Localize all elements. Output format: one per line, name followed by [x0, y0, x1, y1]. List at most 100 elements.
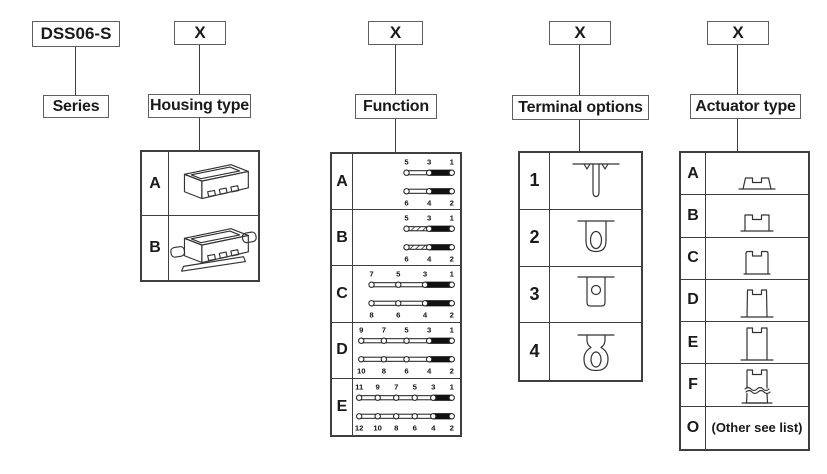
connector-line — [737, 119, 738, 151]
option-value-actuator-E — [706, 322, 808, 365]
svg-text:2: 2 — [450, 254, 454, 263]
svg-text:12: 12 — [355, 424, 364, 433]
terminal-label-box: Terminal options — [512, 95, 649, 120]
option-value-housing-A — [169, 152, 258, 216]
option-value-function-C: 7 5 3 1 8 6 4 2 — [353, 266, 460, 323]
svg-text:10: 10 — [357, 367, 366, 376]
option-key-actuator-E: E — [681, 322, 706, 365]
svg-text:6: 6 — [396, 311, 400, 320]
eyelet-lug-terminal-icon — [576, 334, 615, 371]
option-text: (Other see list) — [711, 420, 803, 436]
actuator-type-table: A B C D E F O(Other see list) — [679, 151, 810, 451]
option-key-terminal-2: 2 — [520, 209, 550, 267]
actuator-code-box: X — [707, 21, 769, 45]
connector-line — [395, 45, 396, 94]
actuator-taller-icon — [740, 327, 774, 361]
svg-text:5: 5 — [396, 269, 401, 278]
svg-text:6: 6 — [404, 367, 408, 376]
connector-line — [579, 120, 580, 151]
option-key-terminal-4: 4 — [520, 323, 550, 380]
option-value-housing-B — [169, 216, 258, 280]
function-code-box: X — [368, 21, 423, 45]
option-key-actuator-C: C — [681, 237, 706, 280]
option-value-actuator-F — [706, 364, 808, 407]
svg-text:8: 8 — [382, 367, 387, 376]
dip-switch-plain-housing-icon — [183, 163, 249, 199]
option-key-function-E: E — [332, 378, 353, 435]
option-key-actuator-A: A — [681, 153, 706, 196]
svg-text:1: 1 — [450, 382, 455, 391]
pc-pin-terminal-icon — [571, 163, 620, 197]
housing-code-box: X — [174, 21, 226, 45]
dip-switch-flanged-housing-icon — [170, 228, 257, 272]
option-value-terminal-3 — [550, 267, 641, 324]
svg-text:5: 5 — [404, 157, 409, 166]
option-key-function-C: C — [332, 266, 353, 323]
connector-line — [199, 118, 200, 150]
svg-text:8: 8 — [394, 424, 399, 433]
connector-line — [199, 45, 200, 94]
housing-label-box: Housing type — [148, 94, 251, 118]
svg-text:1: 1 — [450, 269, 455, 278]
option-value-terminal-1 — [550, 153, 641, 210]
actuator-low-icon — [740, 214, 774, 232]
svg-text:4: 4 — [427, 198, 432, 207]
option-value-actuator-B — [706, 195, 808, 238]
svg-text:4: 4 — [427, 254, 432, 263]
series-code-box: DSS06-S — [32, 21, 120, 47]
terminal-options-table: 1 2 3 4 — [518, 151, 643, 382]
connector-line — [579, 45, 580, 95]
svg-text:2: 2 — [450, 424, 454, 433]
svg-text:6: 6 — [404, 198, 408, 207]
svg-text:7: 7 — [369, 269, 373, 278]
svg-text:7: 7 — [382, 326, 386, 335]
svg-text:3: 3 — [431, 382, 435, 391]
svg-text:9: 9 — [376, 382, 380, 391]
option-key-terminal-3: 3 — [520, 266, 550, 324]
actuator-tall-icon — [740, 288, 774, 318]
svg-text:4: 4 — [423, 311, 428, 320]
option-key-function-B: B — [332, 210, 353, 267]
option-value-actuator-D — [706, 280, 808, 323]
svg-text:1: 1 — [450, 157, 455, 166]
option-value-actuator-A — [706, 153, 808, 196]
function-circuit-diagram: 7 5 3 1 8 6 4 2 — [368, 269, 455, 320]
option-value-terminal-4 — [550, 323, 641, 380]
svg-text:8: 8 — [369, 311, 374, 320]
svg-text:1: 1 — [450, 213, 455, 222]
option-key-actuator-F: F — [681, 364, 706, 407]
connector-line — [395, 119, 396, 152]
terminal-code-box: X — [549, 21, 611, 45]
option-key-housing-A: A — [142, 152, 169, 216]
svg-text:1: 1 — [450, 326, 455, 335]
option-key-function-D: D — [332, 322, 353, 379]
connector-line — [75, 47, 76, 95]
svg-text:3: 3 — [427, 326, 431, 335]
svg-text:2: 2 — [450, 311, 454, 320]
svg-text:5: 5 — [404, 326, 409, 335]
actuator-label-box: Actuator type — [690, 94, 801, 119]
svg-text:3: 3 — [427, 157, 431, 166]
svg-text:6: 6 — [413, 424, 417, 433]
connector-line — [737, 45, 738, 95]
hole-lug-terminal-icon — [576, 276, 615, 307]
svg-text:4: 4 — [431, 424, 436, 433]
svg-text:7: 7 — [394, 382, 398, 391]
option-key-actuator-O: O — [681, 406, 706, 449]
option-value-terminal-2 — [550, 210, 641, 267]
svg-text:3: 3 — [423, 269, 427, 278]
option-key-function-A: A — [332, 154, 353, 211]
svg-text:3: 3 — [427, 213, 431, 222]
option-key-actuator-B: B — [681, 195, 706, 238]
function-label-box: Function — [355, 94, 437, 119]
svg-text:9: 9 — [359, 326, 363, 335]
svg-text:5: 5 — [413, 382, 418, 391]
